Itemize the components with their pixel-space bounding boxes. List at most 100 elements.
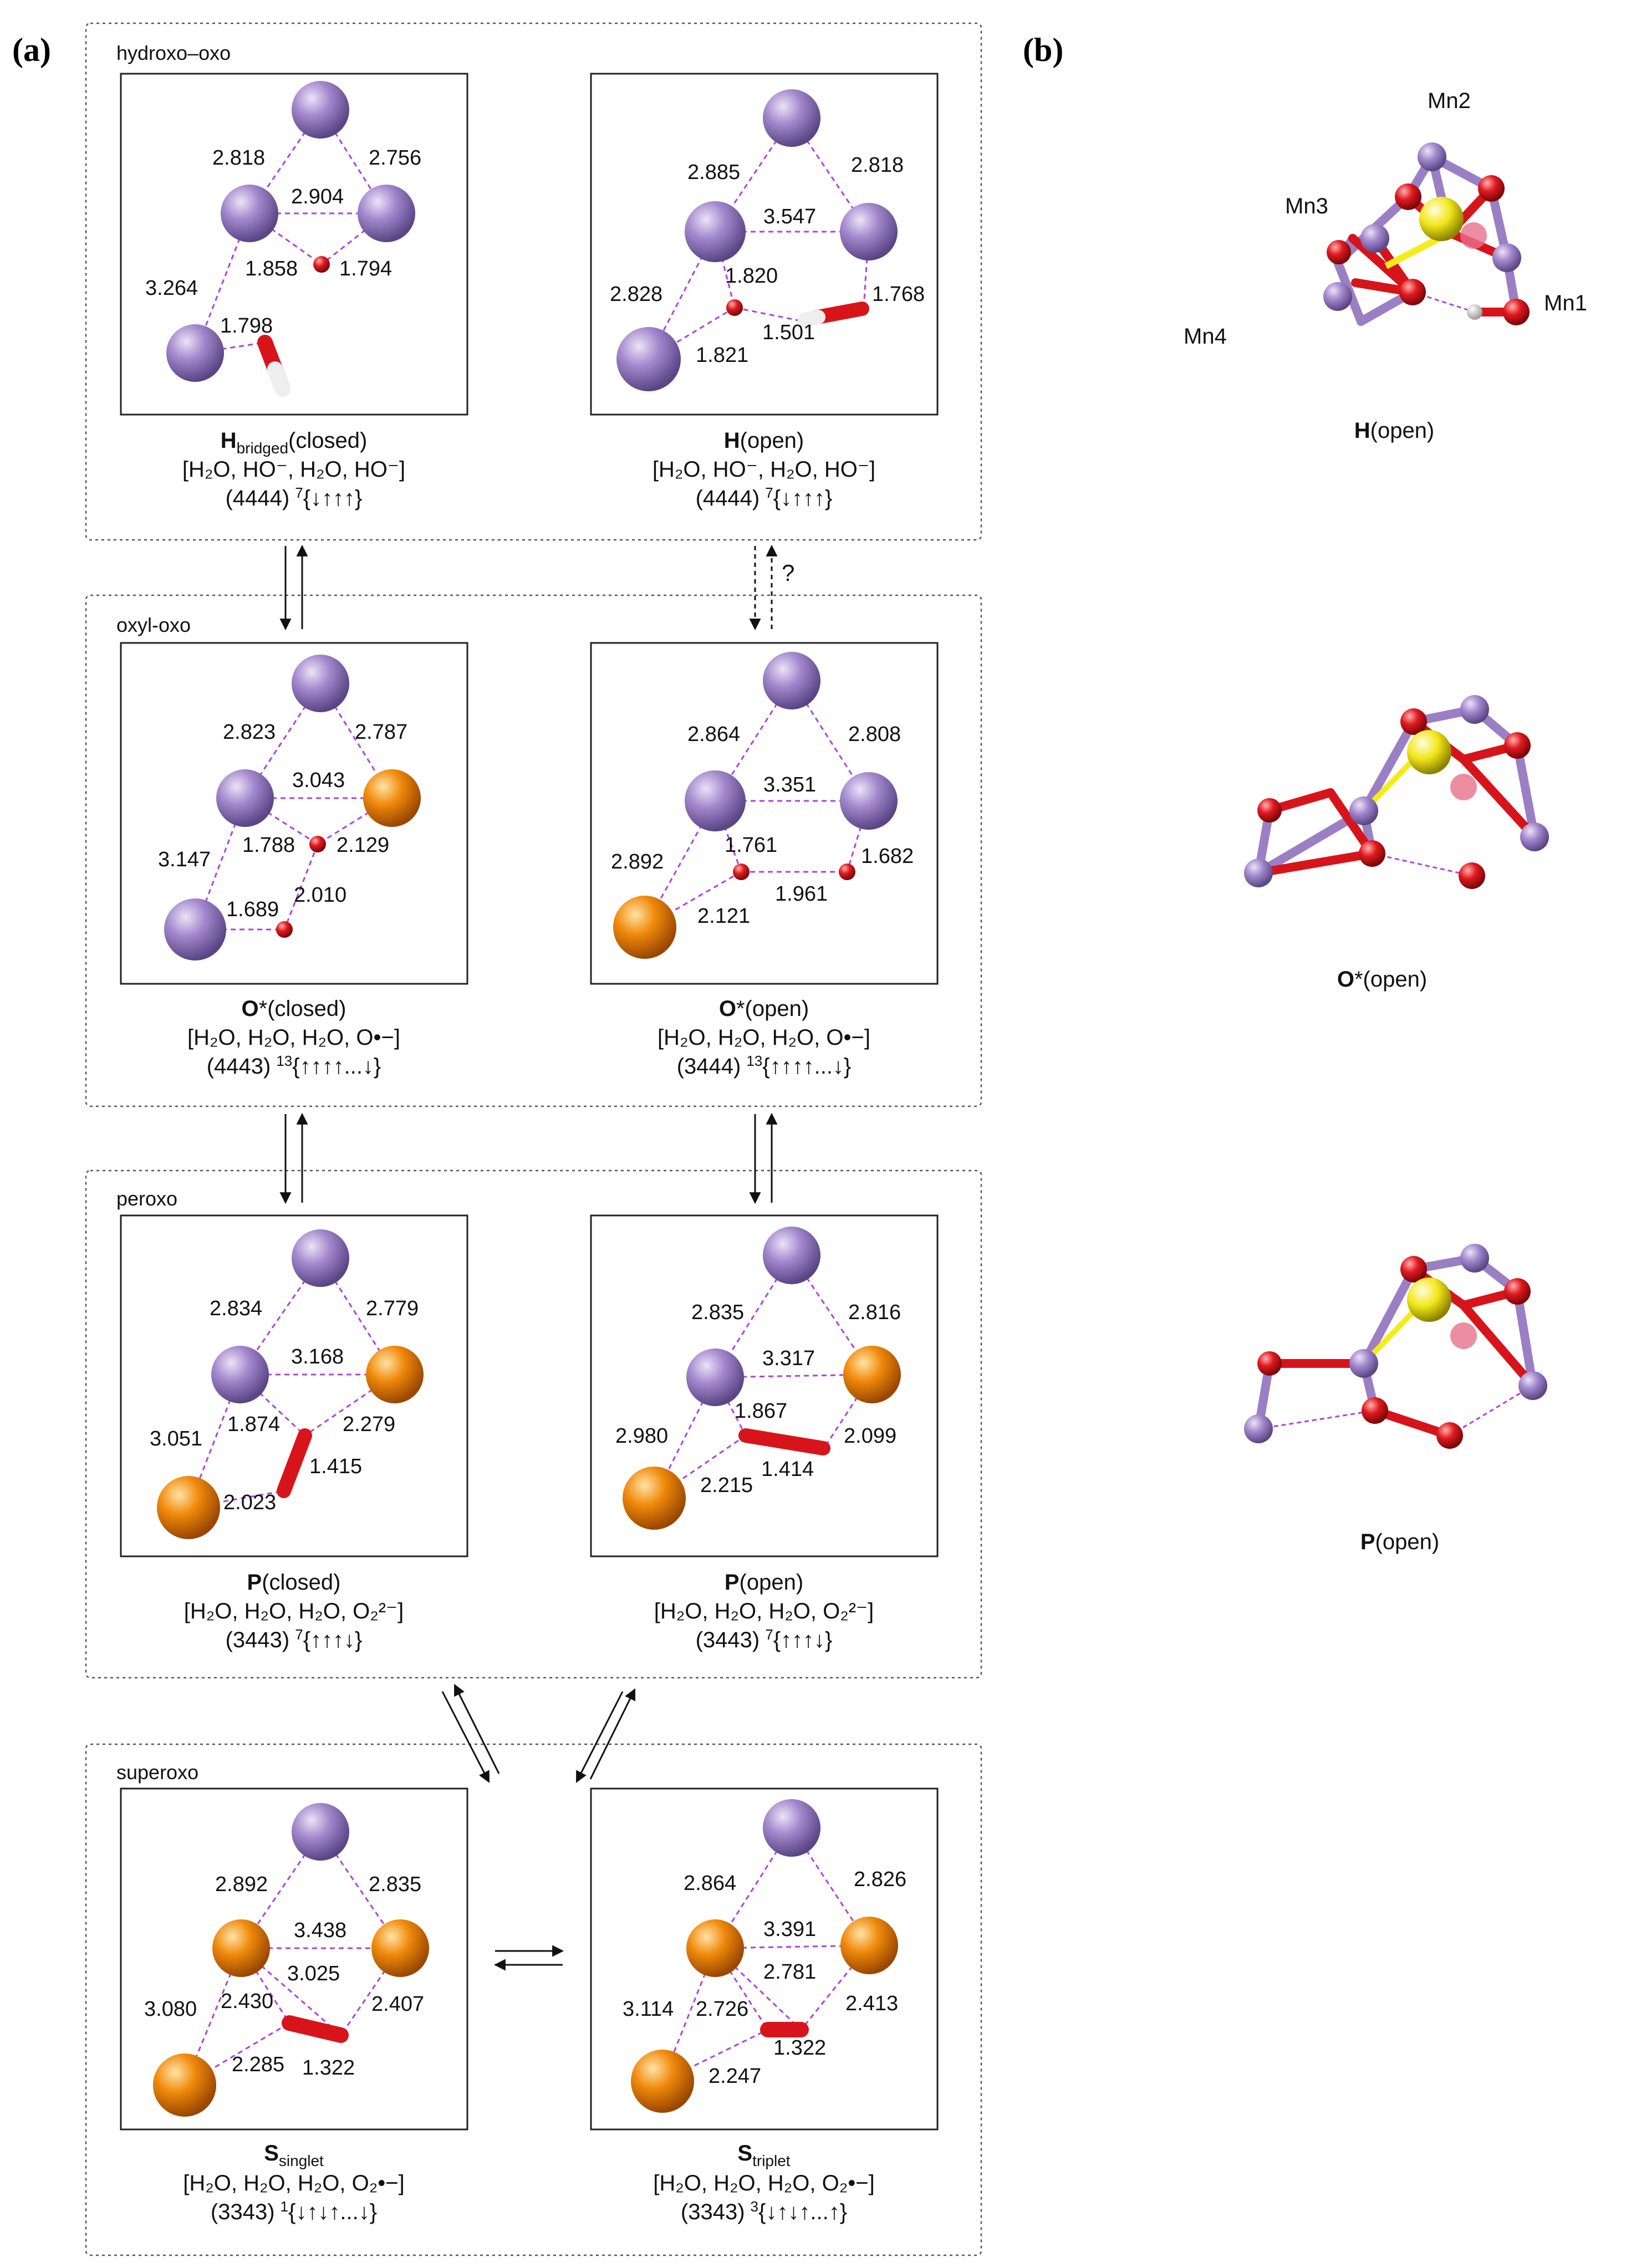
mn-atom [1460, 695, 1489, 724]
distance-label: 2.834 [210, 1297, 262, 1320]
mn-atom [763, 652, 820, 709]
oxygen-atom [1478, 175, 1505, 202]
oxygen-atom [1257, 798, 1282, 823]
distance-label: 2.892 [611, 850, 664, 874]
atom-label-mn4: Mn4 [1184, 324, 1227, 349]
structure-h-open: 2.885 2.818 3.547 1.820 2.828 1.768 1.50… [610, 89, 925, 391]
mn-atom [616, 327, 681, 391]
mn-iii-atom [157, 1476, 220, 1539]
mn-atom [1360, 224, 1389, 253]
mn-atom [1518, 1371, 1547, 1400]
caption-ligands-s-singlet: [H₂O, H₂O, H₂O, O₂•−] [183, 2171, 405, 2195]
mn-atom [685, 770, 746, 831]
atom-label-mn2: Mn2 [1428, 89, 1471, 113]
distance-label: 3.547 [763, 205, 816, 228]
distance-label: 1.682 [861, 845, 914, 868]
mn-atom [1520, 823, 1549, 851]
calcium-atom [1419, 197, 1464, 241]
mn-iii-atom [686, 1919, 744, 1977]
distance-label: 3.317 [762, 1347, 815, 1370]
equilibrium-arrows [279, 544, 778, 1971]
distance-label: 1.867 [735, 1399, 787, 1423]
distance-label: 3.351 [763, 773, 816, 796]
distance-label: 1.961 [775, 882, 828, 906]
group-frames [85, 22, 982, 2256]
oxygen-atom [1504, 732, 1531, 759]
caption-spin-o-open: (3444)13{↑↑↑↑...↓} [677, 1053, 852, 1079]
mn-atom [1349, 796, 1378, 825]
structure-o-closed: 2.823 2.787 3.043 1.788 2.129 3.147 2.01… [158, 655, 421, 961]
distance-label: 1.798 [220, 314, 273, 338]
mn-atom [164, 898, 226, 961]
frame-s-singlet [120, 1787, 468, 2131]
calcium-atom [1407, 1278, 1451, 1322]
distance-label: 2.818 [851, 154, 904, 177]
distance-label: 3.264 [145, 277, 198, 300]
caption-name-s-triplet: Striplet [737, 2141, 790, 2169]
mn-atom [211, 1346, 269, 1403]
mn-atom [1244, 859, 1273, 887]
calcium-atom [1407, 730, 1451, 774]
oxyl-oxygen-atom [276, 921, 293, 938]
mn-atom [1460, 1244, 1489, 1273]
caption-name-p-closed: P(closed) [247, 1570, 341, 1595]
distance-label: 3.168 [291, 1345, 344, 1368]
arrow-diag [575, 1691, 624, 1783]
distance-label: 3.080 [144, 1998, 197, 2021]
group-frame-peroxo [85, 1169, 982, 1679]
oxygen-atom [313, 256, 330, 273]
structure-p-closed: 2.834 2.779 3.168 1.874 2.279 3.051 1.41… [150, 1229, 424, 1539]
caption-spin-h-open: (4444)7{↓↑↑↑} [696, 484, 833, 510]
mn-atom [840, 203, 898, 260]
group-frame-hydroxo-oxo [85, 22, 982, 541]
distance-label: 2.121 [697, 905, 750, 928]
mn-iii-atom [623, 1467, 686, 1530]
distance-label: 1.874 [227, 1413, 280, 1436]
oxygen-atom [1359, 840, 1385, 867]
caption-ligands-p-closed: [H₂O, H₂O, H₂O, O₂²⁻] [184, 1599, 404, 1623]
mn-atom [840, 772, 898, 830]
oxyl-oxygen-atom [839, 864, 855, 880]
cluster-h-open [1323, 142, 1530, 326]
distance-label: 2.787 [355, 721, 407, 744]
structure-h-closed: 2.818 2.756 2.904 1.858 1.794 3.264 1.79… [145, 81, 421, 397]
distance-label: 2.904 [291, 185, 344, 208]
caption-ligands-p-open: [H₂O, H₂O, H₂O, O₂²⁻] [654, 1599, 874, 1623]
distance-label: 2.247 [708, 2065, 761, 2088]
mn-iii-atom [631, 2050, 694, 2113]
arrow-diag [441, 1691, 490, 1783]
distance-label: 2.892 [215, 1873, 268, 1896]
caption-spin-p-open: (3443)7{↑↑↑↓} [696, 1626, 833, 1652]
distance-label: 2.818 [212, 146, 265, 170]
distance-label: 3.147 [158, 848, 211, 871]
frame-s-triplet [590, 1787, 939, 2131]
oxygen-atom [1450, 1322, 1477, 1349]
group-label-superoxo: superoxo [116, 1761, 198, 1784]
mn-iii-atom [153, 2054, 216, 2117]
peroxo-bond [277, 1428, 312, 1498]
distance-label: 1.322 [773, 2036, 826, 2060]
caption-name-h-closed: Hbridged(closed) [221, 428, 368, 457]
distance-label: 2.816 [848, 1301, 901, 1324]
frame-p-open [590, 1214, 939, 1557]
mn-atom [1349, 1349, 1378, 1378]
mn-iii-atom [212, 1919, 270, 1977]
distance-label: 2.129 [337, 834, 389, 857]
mn-atom [686, 1348, 744, 1406]
structure-frames [120, 73, 939, 2131]
structure-s-triplet: 2.864 2.826 3.391 2.781 3.114 2.726 2.41… [623, 1799, 906, 2113]
mn-atom [763, 1799, 820, 1857]
oxygen-atom [1503, 299, 1530, 325]
hydrogen-atom [1467, 304, 1482, 320]
caption-spin-s-triplet: (3343)3{↓↑↓↑...↑} [681, 2198, 847, 2224]
caption-ligands-s-triplet: [H₂O, H₂O, H₂O, O₂•−] [653, 2171, 875, 2195]
distance-label: 1.820 [725, 264, 778, 288]
oxygen-atom [1327, 240, 1351, 264]
oxyl-oxygen-atom [1459, 862, 1485, 889]
caption-ligands-h-open: [H₂O, HO⁻, H₂O, HO⁻] [653, 457, 875, 482]
frame-o-open [590, 642, 939, 985]
group-label-hydroxo-oxo: hydroxo–oxo [116, 42, 231, 64]
distance-label: 1.761 [725, 834, 777, 857]
mn-iii-atom [366, 1346, 424, 1403]
distance-label: 2.781 [763, 1960, 816, 1984]
